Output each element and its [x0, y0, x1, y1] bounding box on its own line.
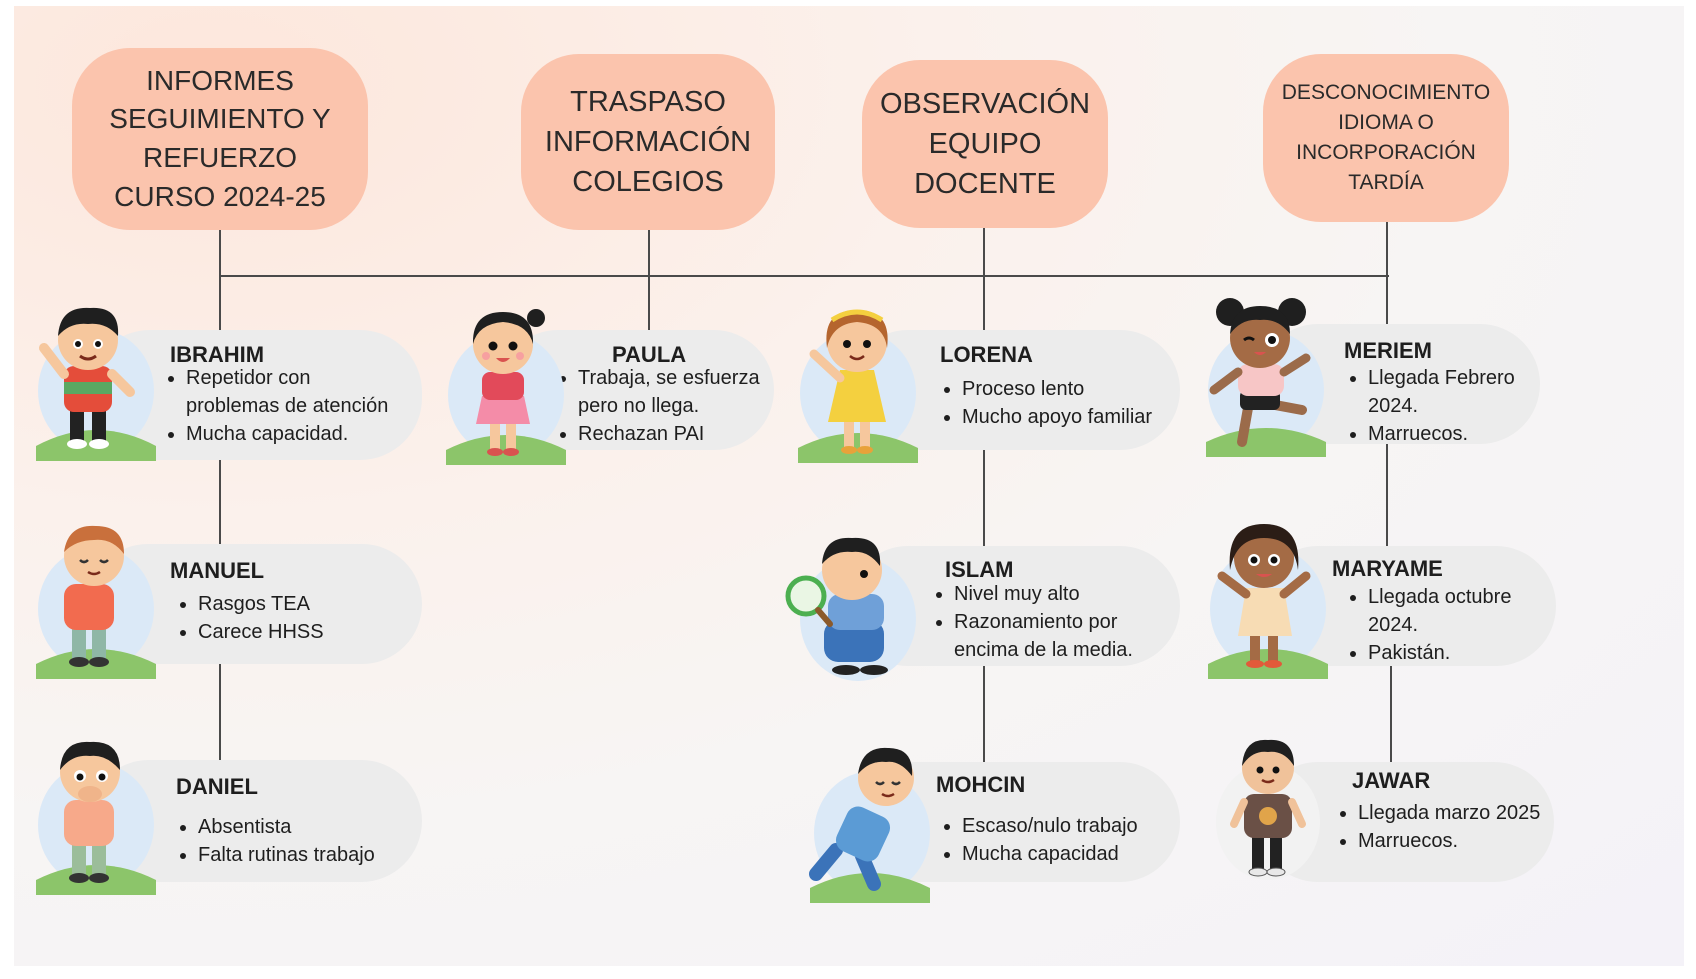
note-item: Carece HHSS	[198, 618, 324, 646]
child-calm-illustration	[36, 525, 156, 679]
top-horizontal-connector	[219, 275, 1389, 277]
child-waving-illustration	[36, 307, 156, 461]
note-item: Nivel muy alto	[954, 580, 1133, 608]
student-name: MARYAME	[1332, 556, 1443, 581]
note-item: Rechazan PAI	[578, 420, 760, 448]
connector-islam-mohcin	[983, 666, 985, 762]
student-notes: Escaso/nulo trabajo Mucha capacidad	[938, 812, 1138, 868]
student-name: ISLAM	[945, 557, 1014, 582]
connector-meriem-maryame	[1386, 444, 1388, 546]
note-item: Pakistán.	[1368, 639, 1511, 667]
connector-manuel-daniel	[219, 664, 221, 760]
header-desconocimiento-idioma: DESCONOCIMIENTO IDIOMA O INCORPORACIÓN T…	[1263, 54, 1509, 222]
child-girl-pigtails-illustration	[446, 309, 566, 465]
note-item: Rasgos TEA	[198, 590, 324, 618]
note-item: Repetidor con problemas de atención	[186, 364, 388, 420]
student-notes: Repetidor con problemas de atención Much…	[162, 364, 388, 448]
connector-desconocimiento	[1386, 222, 1388, 324]
note-item: Mucha capacidad.	[186, 420, 388, 448]
student-name: PAULA	[612, 342, 687, 367]
note-item: Trabaja, se esfuerza pero no llega.	[578, 364, 760, 420]
note-item: Proceso lento	[962, 375, 1152, 403]
student-card-islam: ISLAM Nivel muy alto Razonamiento por en…	[848, 546, 1180, 666]
child-girl-illustration	[1208, 524, 1328, 679]
connector-informes	[219, 230, 221, 330]
connector-lorena-islam	[983, 450, 985, 546]
student-notes: Rasgos TEA Carece HHSS	[174, 590, 324, 646]
note-item: Marruecos.	[1368, 420, 1515, 448]
child-girl-buns-illustration	[1206, 298, 1326, 457]
student-notes: Llegada marzo 2025 Marruecos.	[1334, 799, 1540, 855]
note-item: Mucho apoyo familiar	[962, 403, 1152, 431]
note-item: Mucha capacidad	[962, 840, 1138, 868]
note-item: Llegada octubre 2024.	[1368, 583, 1511, 639]
student-name: MOHCIN	[936, 772, 1026, 797]
note-item: Escaso/nulo trabajo	[962, 812, 1138, 840]
connector-ibrahim-manuel	[219, 460, 221, 544]
connector-traspaso	[648, 230, 650, 330]
note-item: Llegada marzo 2025	[1358, 799, 1540, 827]
student-notes: Proceso lento Mucho apoyo familiar	[938, 375, 1152, 431]
student-name: LORENA	[940, 342, 1033, 367]
child-standing-boy-illustration	[1216, 739, 1320, 880]
student-name: IBRAHIM	[170, 342, 265, 367]
student-card-ibrahim: IBRAHIM Repetidor con problemas de atenc…	[88, 330, 422, 460]
child-shy-illustration	[36, 741, 156, 895]
child-girl-yellow-dress-illustration	[798, 309, 918, 463]
connector-maryame-jawar	[1390, 666, 1392, 762]
student-name: MANUEL	[170, 558, 265, 583]
child-relaxing-illustration	[809, 747, 930, 903]
header-traspaso-informacion: TRASPASO INFORMACIÓN COLEGIOS	[521, 54, 775, 230]
student-notes: Nivel muy alto Razonamiento por encima d…	[930, 580, 1133, 664]
student-name: DANIEL	[176, 774, 258, 799]
note-item: Razonamiento por encima de la media.	[954, 608, 1133, 664]
note-item: Falta rutinas trabajo	[198, 841, 375, 869]
note-item: Absentista	[198, 813, 375, 841]
connector-observacion	[983, 228, 985, 330]
header-informes-seguimiento: INFORMES SEGUIMIENTO Y REFUERZO CURSO 20…	[72, 48, 368, 230]
student-name: MERIEM	[1344, 338, 1432, 363]
child-magnifier-illustration	[785, 537, 916, 681]
student-notes: Llegada Febrero 2024. Marruecos.	[1344, 364, 1515, 448]
note-item: Llegada Febrero 2024.	[1368, 364, 1515, 420]
header-observacion-equipo: OBSERVACIÓN EQUIPO DOCENTE	[862, 60, 1108, 228]
student-name: JAWAR	[1352, 768, 1431, 793]
student-notes: Trabaja, se esfuerza pero no llega. Rech…	[554, 364, 760, 448]
student-notes: Llegada octubre 2024. Pakistán.	[1344, 583, 1511, 667]
student-notes: Absentista Falta rutinas trabajo	[174, 813, 375, 869]
note-item: Marruecos.	[1358, 827, 1540, 855]
